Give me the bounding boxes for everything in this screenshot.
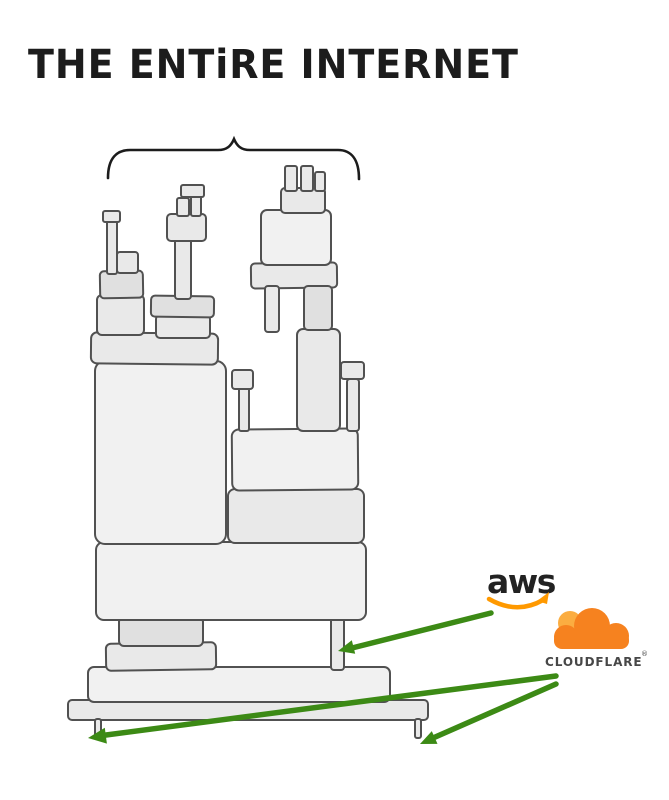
tower-block — [89, 331, 220, 366]
aws-logo: aws — [486, 562, 557, 610]
tower-block — [87, 666, 391, 703]
tower-block — [300, 165, 314, 192]
aws-smile-icon — [486, 596, 546, 610]
tower-block — [96, 294, 145, 336]
tower-block — [346, 378, 360, 432]
arrow-cloudflare-to-right-foot — [420, 681, 559, 744]
arrow-line — [103, 673, 559, 738]
arrow-head-icon — [420, 731, 438, 744]
tower-block — [314, 171, 326, 192]
tower-block — [155, 314, 211, 339]
aws-smile-arrow-tip — [537, 592, 549, 604]
arrow-head-icon — [338, 640, 356, 654]
tower-block — [249, 261, 339, 290]
tower-block — [264, 285, 280, 333]
tower-block — [260, 209, 332, 266]
tower-block — [116, 251, 139, 274]
tower-block — [95, 541, 367, 621]
tower-block — [227, 488, 365, 544]
arrow-line — [349, 610, 494, 651]
tower-block — [231, 369, 254, 390]
tower-block — [166, 213, 207, 242]
tower-block — [106, 219, 118, 275]
cloudflare-registered-mark: ® — [641, 650, 648, 658]
tower-block — [340, 361, 365, 380]
tower-block — [230, 427, 360, 492]
tower-block — [98, 269, 145, 300]
tower-block — [176, 197, 190, 217]
tower-block — [296, 328, 341, 432]
arrow-line — [430, 681, 559, 741]
tower-illustration — [67, 165, 429, 739]
tower-block — [330, 617, 345, 671]
tower-block — [303, 285, 333, 331]
tower-block — [102, 210, 121, 223]
tower-block — [118, 616, 204, 647]
tower-block — [414, 718, 422, 739]
cloudflare-wordmark: CLOUDFLARE — [545, 655, 643, 669]
arrow-cloudflare-to-left-foot — [88, 673, 559, 744]
page-title: THE ENTiRE INTERNET — [28, 42, 519, 88]
tower-block — [94, 360, 227, 545]
arrow-head-icon — [88, 727, 107, 744]
tower-block — [238, 387, 250, 432]
tower-block — [180, 184, 205, 198]
arrow-aws-to-pillar — [338, 610, 494, 654]
cloudflare-logo: CLOUDFLARE ® — [545, 608, 648, 669]
tower-block — [174, 237, 192, 300]
aws-wordmark: aws — [487, 562, 556, 601]
arrows-group — [88, 610, 559, 744]
cloudflare-cloud-icon — [554, 608, 629, 649]
brace-icon — [106, 135, 361, 181]
tower-block — [284, 165, 298, 192]
